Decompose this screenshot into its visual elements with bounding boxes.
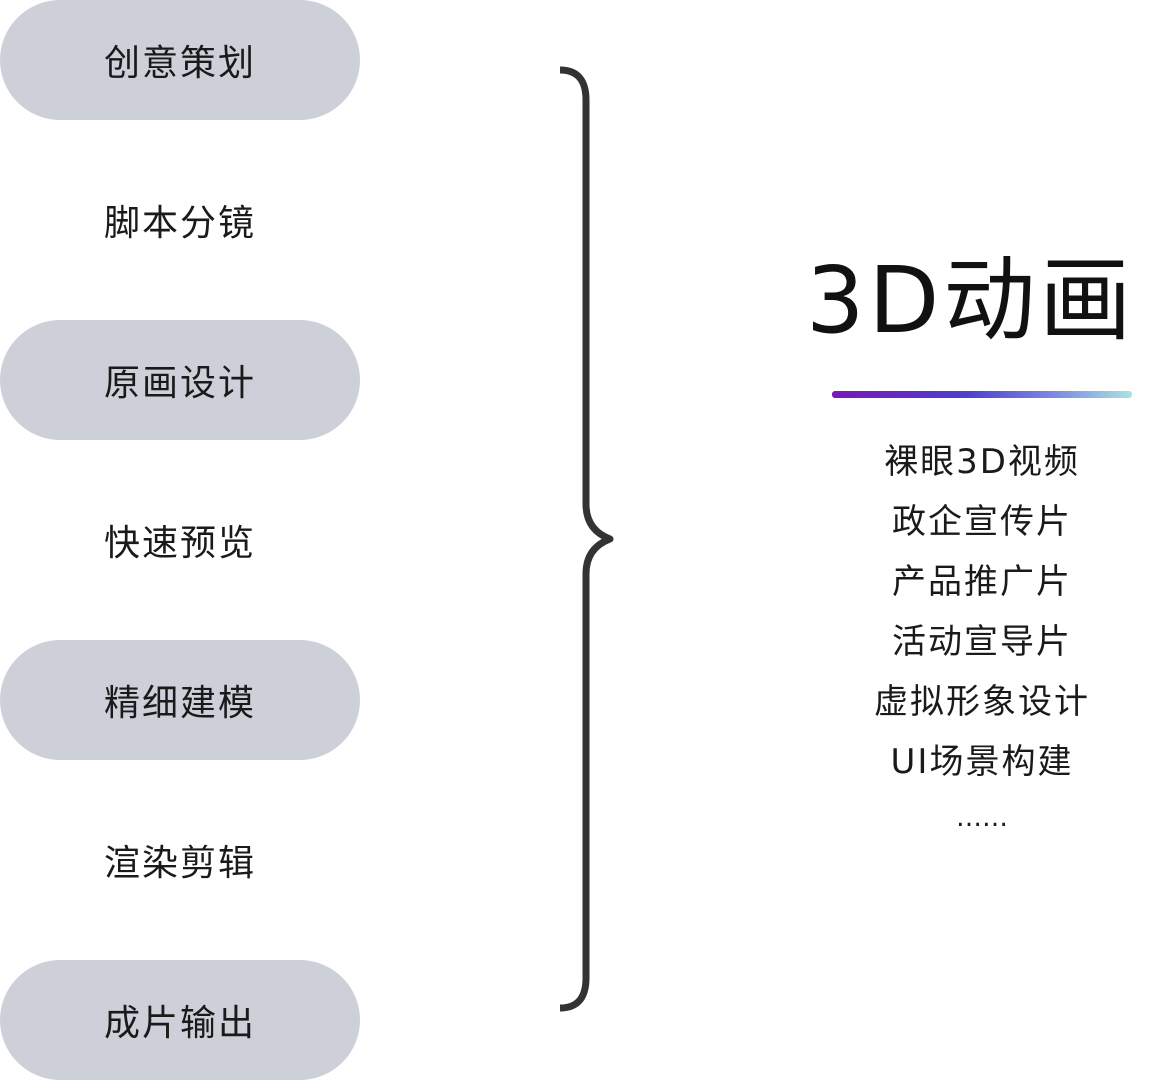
service-list: 裸眼3D视频 政企宣传片 产品推广片 活动宣导片 虚拟形象设计 UI场景构建 …… <box>832 432 1132 852</box>
brace-path <box>559 66 614 1012</box>
step-label: 成片输出 <box>103 1003 256 1044</box>
service-item: 裸眼3D视频 <box>884 442 1080 482</box>
step-quick-preview: 快速预览 <box>0 480 360 600</box>
step-label: 快速预览 <box>103 523 256 564</box>
step-label: 原画设计 <box>103 363 256 404</box>
step-storyboard: 脚本分镜 <box>0 160 360 280</box>
curly-brace-connector <box>559 66 614 1012</box>
service-item: 政企宣传片 <box>892 502 1072 542</box>
service-ellipsis: …… <box>956 803 1008 833</box>
step-final-output: 成片输出 <box>0 960 360 1080</box>
step-label: 脚本分镜 <box>103 203 256 244</box>
step-label: 渲染剪辑 <box>103 843 256 884</box>
process-steps: 创意策划 脚本分镜 原画设计 快速预览 精细建模 渲染剪辑 成片输出 <box>0 0 360 1080</box>
step-label: 精细建模 <box>103 683 256 724</box>
step-creative-planning: 创意策划 <box>0 0 360 120</box>
step-label: 创意策划 <box>103 43 256 84</box>
service-item: 活动宣导片 <box>892 622 1072 662</box>
step-concept-art: 原画设计 <box>0 320 360 440</box>
service-item: 虚拟形象设计 <box>874 682 1090 722</box>
page-title: 3D动画 <box>806 247 1136 354</box>
step-detailed-modeling: 精细建模 <box>0 640 360 760</box>
service-item: 产品推广片 <box>892 562 1072 602</box>
service-item: UI场景构建 <box>890 742 1074 782</box>
step-render-edit: 渲染剪辑 <box>0 800 360 920</box>
title-gradient-underline <box>832 391 1132 398</box>
